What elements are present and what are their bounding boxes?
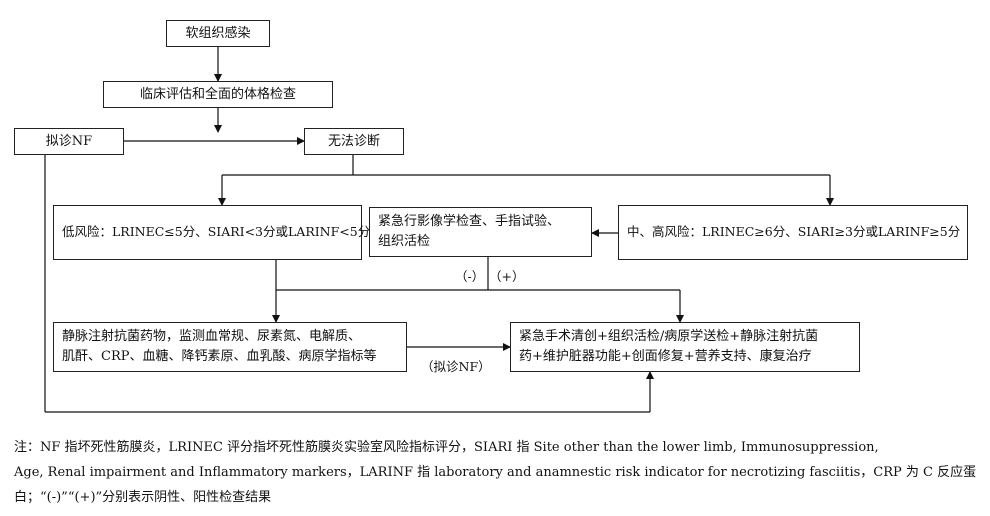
edge-label-negative: （-）: [455, 269, 485, 284]
node-mid-high-risk: 中、高风险：LRINEC≥6分、SIARI≥3分或LARINF≥5分: [618, 205, 968, 260]
edge-label-positive: （+）: [489, 269, 525, 284]
node-soft-tissue-infection: 软组织感染: [166, 20, 270, 47]
node-low-risk: 低风险：LRINEC≤5分、SIARI<3分或LARINF<5分: [53, 205, 370, 260]
urgent-surgery-line-1: 紧急手术清创+组织活检/病原学送检+静脉注射抗菌: [519, 329, 819, 344]
node-cannot-diagnose: 无法诊断: [304, 128, 404, 155]
edge-label-suspect-nf: （拟诊NF）: [421, 359, 491, 374]
node-clinical-evaluation: 临床评估和全面的体格检查: [103, 81, 333, 108]
iv-antibiotics-line-1: 静脉注射抗菌药物，监测血常规、尿素氮、电解质、: [62, 329, 362, 344]
urgent-imaging-line-1: 紧急行影像学检查、手指试验、: [378, 214, 561, 229]
footnote: 注：NF 指坏死性筋膜炎，LRINEC 评分指坏死性筋膜炎实验室风险指标评分，S…: [14, 435, 980, 510]
node-suspect-nf: 拟诊NF: [14, 128, 124, 155]
footnote-line-3: 白；“(-)”“(+)”分别表示阴性、阳性检查结果: [14, 490, 272, 505]
iv-antibiotics-line-2: 肌酐、CRP、血糖、降钙素原、血乳酸、病原学指标等: [62, 349, 377, 364]
footnote-line-1: 注：NF 指坏死性筋膜炎，LRINEC 评分指坏死性筋膜炎实验室风险指标评分，S…: [14, 440, 879, 455]
footnote-line-2: Age, Renal impairment and Inflammatory m…: [14, 465, 977, 480]
node-iv-antibiotics-monitoring: 静脉注射抗菌药物，监测血常规、尿素氮、电解质、 肌酐、CRP、血糖、降钙素原、血…: [53, 322, 407, 372]
node-urgent-imaging: 紧急行影像学检查、手指试验、 组织活检: [369, 207, 592, 257]
urgent-surgery-line-2: 药+维护脏器功能+创面修复+营养支持、康复治疗: [519, 349, 812, 364]
node-urgent-surgery: 紧急手术清创+组织活检/病原学送检+静脉注射抗菌 药+维护脏器功能+创面修复+营…: [510, 322, 860, 372]
urgent-imaging-line-2: 组织活检: [378, 234, 431, 249]
